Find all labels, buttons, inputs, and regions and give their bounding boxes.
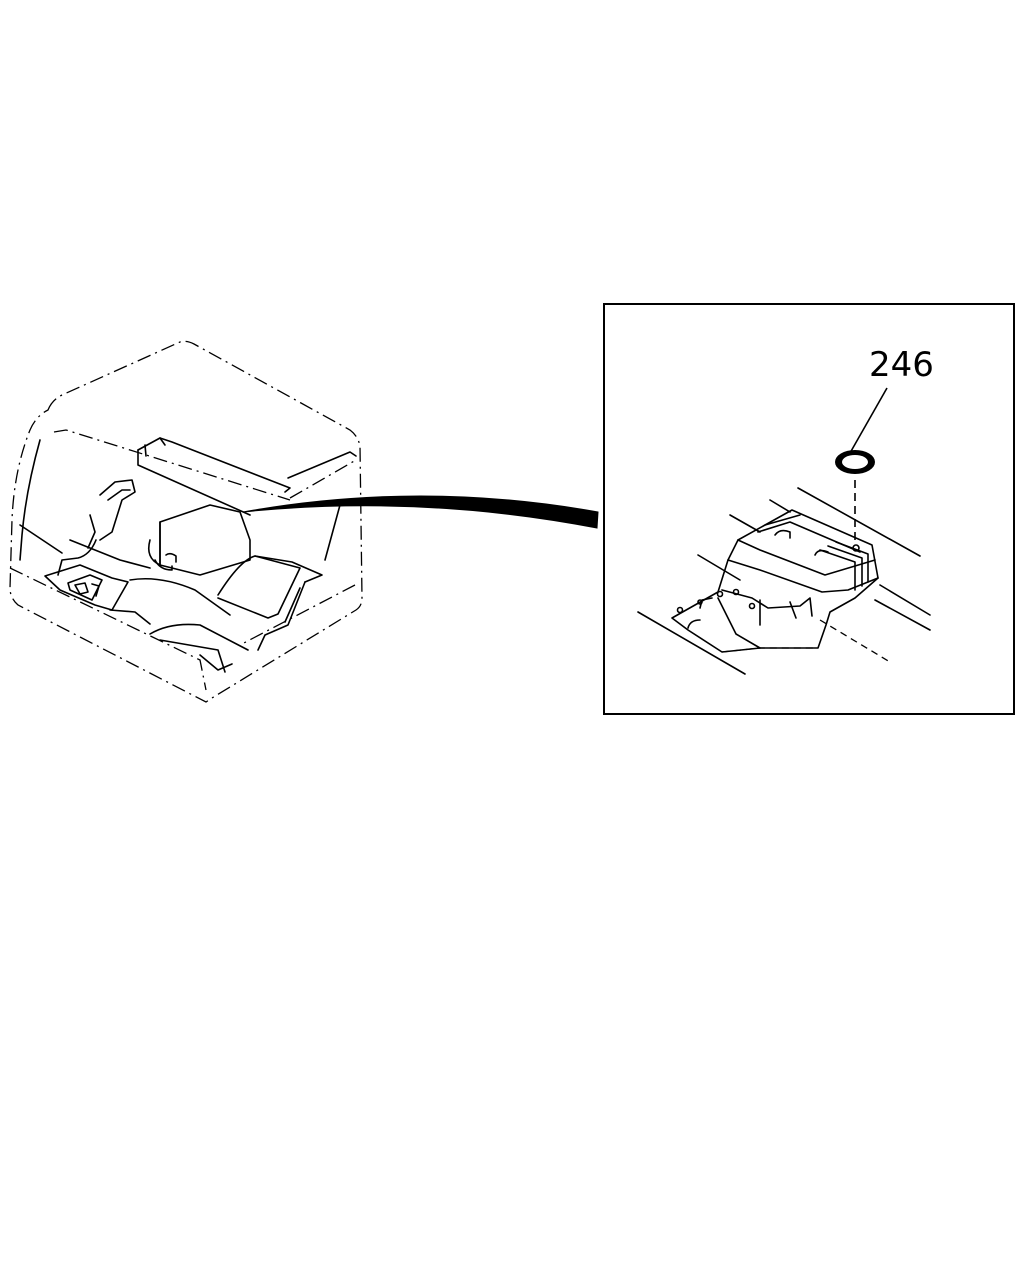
callout-246-label: 246 [869,345,934,385]
callout-leader [849,387,888,454]
grommet-icon [835,450,875,474]
cab-shell-outline [9,340,363,703]
cab-floor-panel [44,437,341,673]
cab-overview [9,340,599,703]
floor-tunnel-detail [637,487,931,675]
detail-pointer [242,495,599,529]
detail-inset: 246 [603,303,1015,715]
detail-frame [603,303,1015,715]
